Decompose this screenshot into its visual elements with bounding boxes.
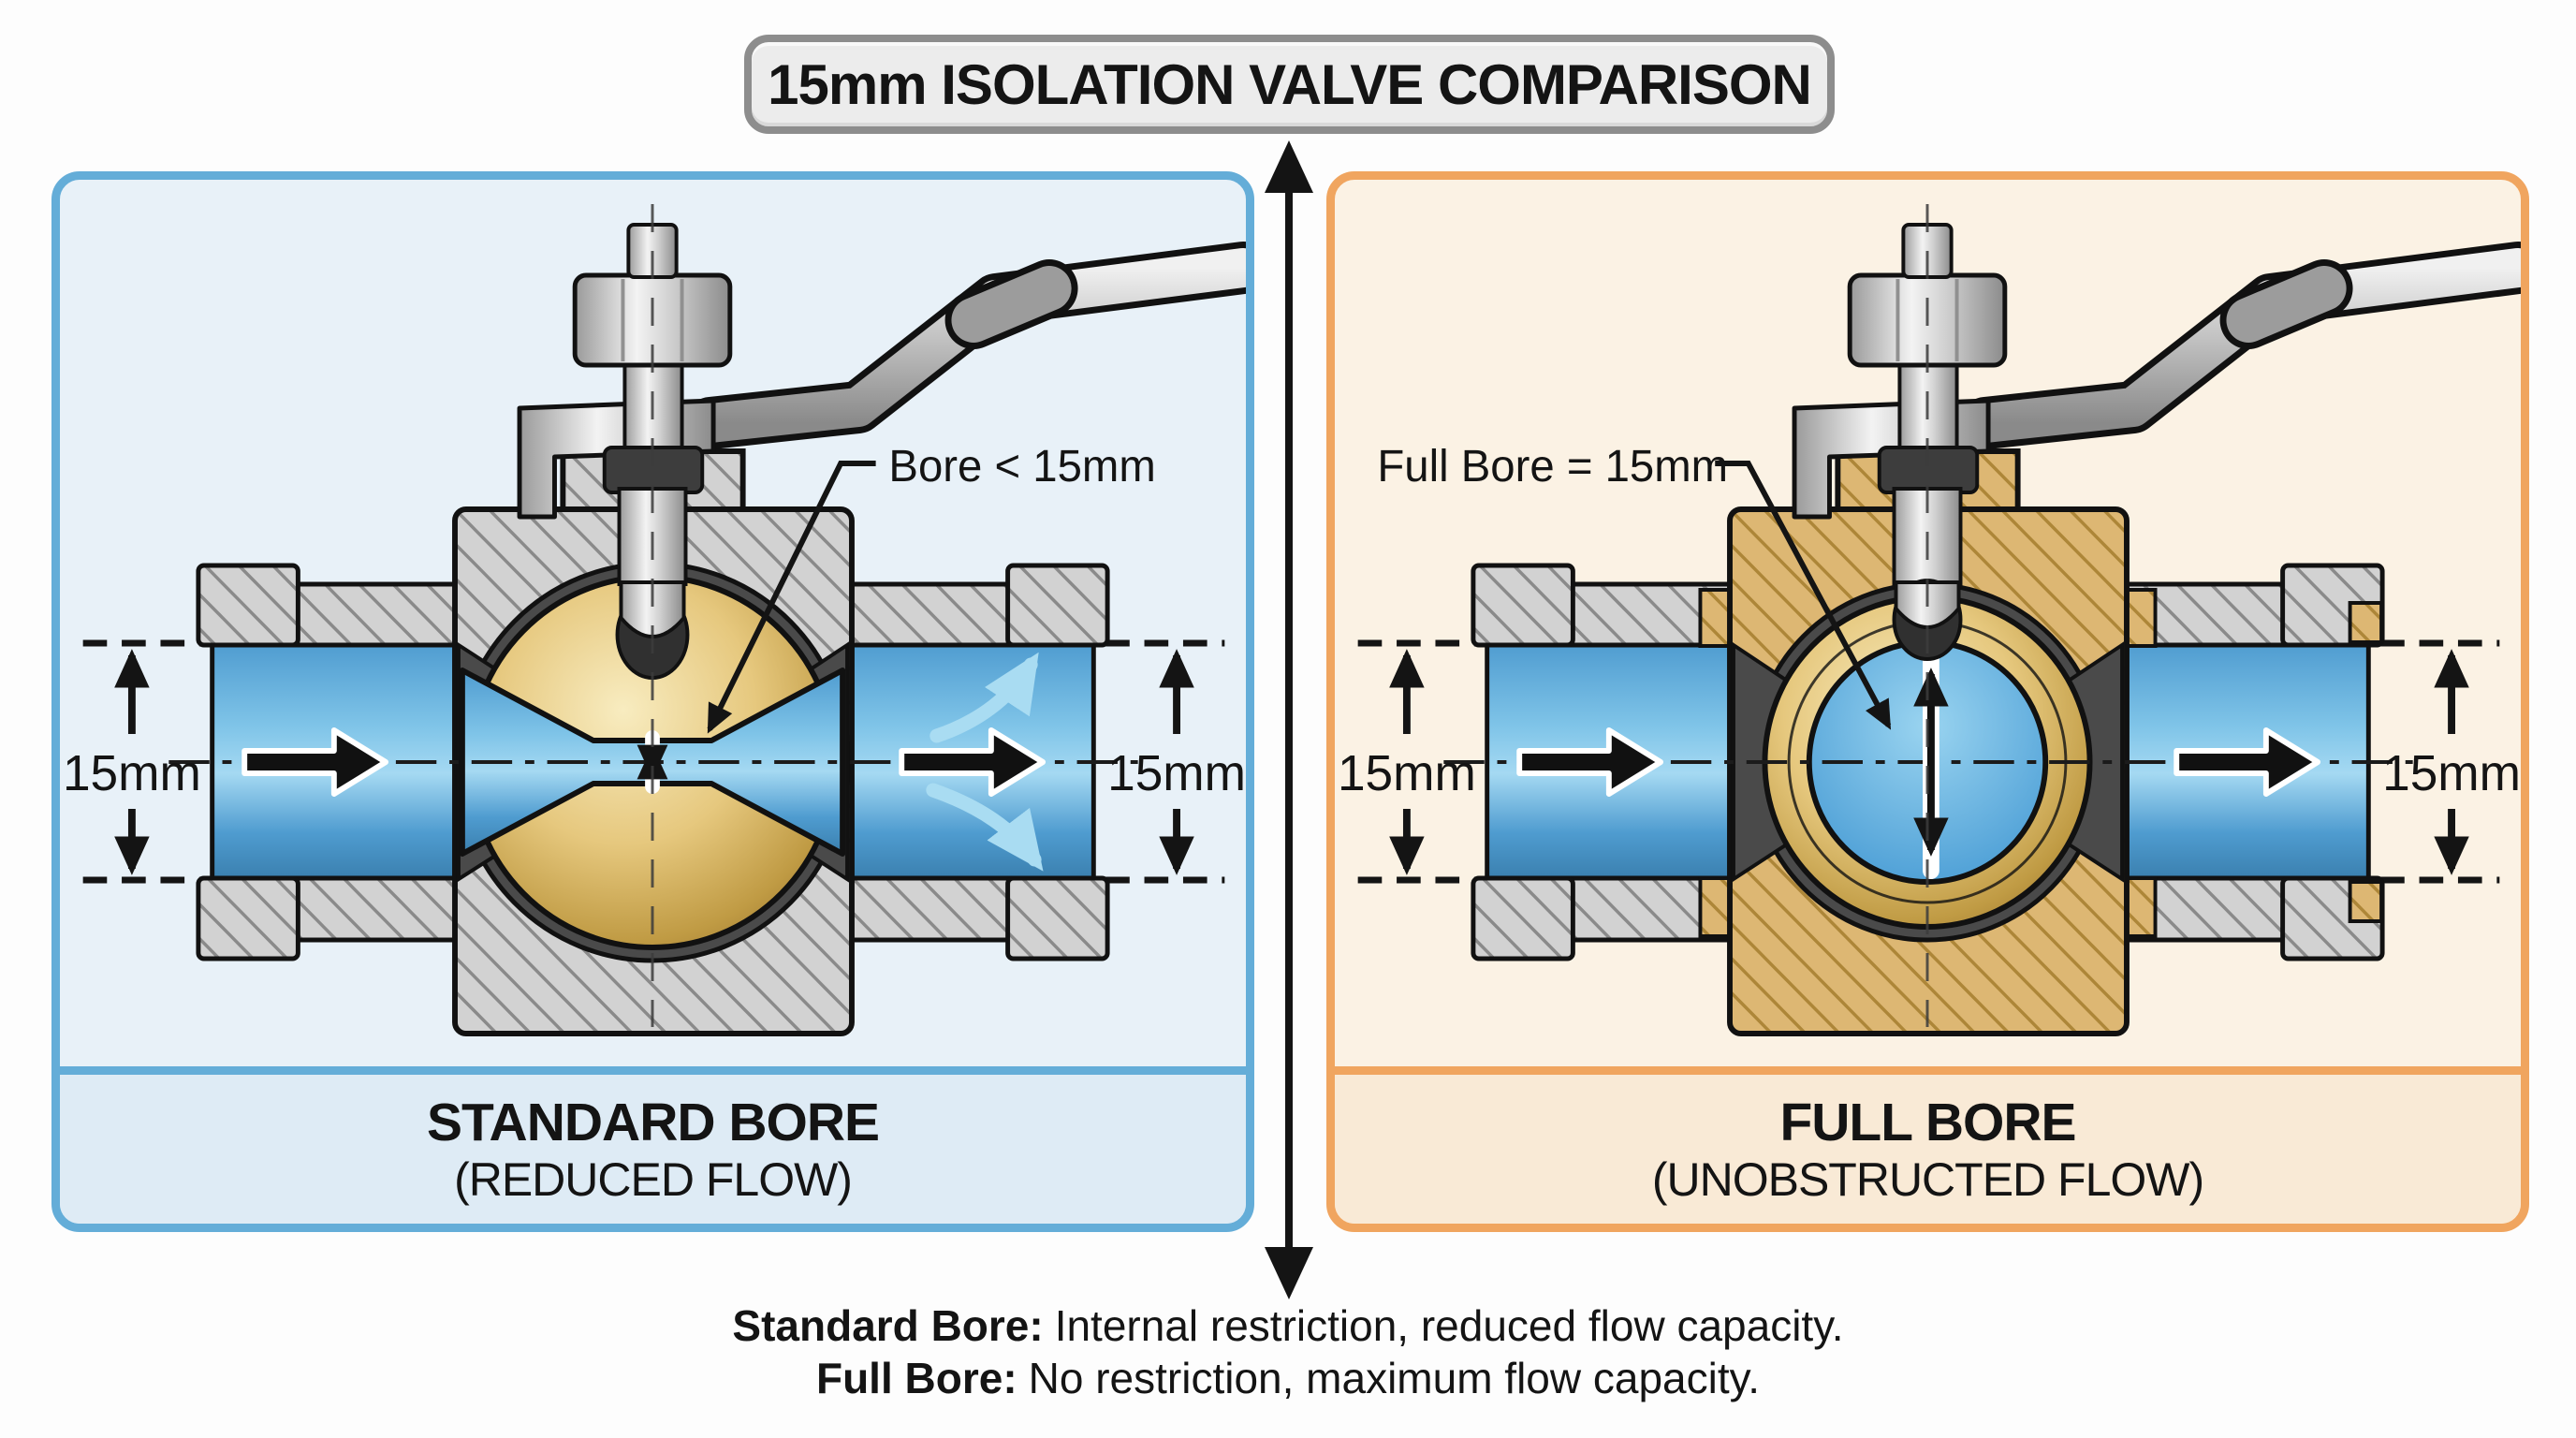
full-bore-diagram: 15mm 15mm Full Bore = 15mm [1335, 180, 2521, 1066]
summary-caption: Standard Bore:Internal restriction, redu… [0, 1299, 2576, 1404]
standard-bore-panel: 15mm 15mm Bore < 15mm STANDARD BORE (RED… [51, 171, 1254, 1232]
full-bore-valve-illustration: 15mm 15mm Full Bore = 15mm [1338, 204, 2521, 1036]
caption-line-full: Full Bore:No restriction, maximum flow c… [0, 1352, 2576, 1404]
caption-lead-full: Full Bore: [815, 1354, 1017, 1402]
dimension-left: 15mm [63, 649, 201, 875]
valve-handle [1792, 242, 2521, 520]
comparison-arrow-head-down [1265, 1247, 1313, 1299]
flow-arrow-in-icon [242, 727, 389, 797]
dimension-right: 15mm [2382, 649, 2521, 875]
full-bore-panel: 15mm 15mm Full Bore = 15mm FULL BORE (UN… [1326, 171, 2529, 1232]
dim-label-left: 15mm [1338, 745, 1476, 801]
panel-subheading: (UNOBSTRUCTED FLOW) [1651, 1152, 2204, 1206]
dimension-extension-lines [1357, 639, 2500, 884]
dim-label-right: 15mm [2382, 745, 2521, 801]
panel-subheading: (REDUCED FLOW) [454, 1152, 853, 1206]
comparison-arrow-head-up [1265, 140, 1313, 193]
flow-arrow-out-icon [2174, 727, 2321, 797]
standard-bore-footer: STANDARD BORE (REDUCED FLOW) [60, 1075, 1246, 1224]
dim-label-right: 15mm [1107, 745, 1246, 801]
panel-divider [1335, 1066, 2521, 1075]
dimension-extension-lines [82, 639, 1225, 884]
bore-callout-label: Full Bore = 15mm [1377, 442, 1728, 492]
flow-arrow-out-icon [899, 727, 1046, 797]
panel-divider [60, 1066, 1246, 1075]
flow-arrow-in-icon [1516, 727, 1664, 797]
bore-callout: Bore < 15mm [707, 442, 1156, 734]
caption-text-standard: Internal restriction, reduced flow capac… [1054, 1301, 1844, 1350]
pipe-walls [196, 563, 1110, 961]
panel-heading: FULL BORE [1779, 1092, 2076, 1152]
dim-label-left: 15mm [63, 745, 201, 801]
dimension-left: 15mm [1338, 649, 1476, 875]
caption-line-standard: Standard Bore:Internal restriction, redu… [0, 1299, 2576, 1352]
bore-callout-label: Bore < 15mm [888, 442, 1155, 492]
bore-callout: Full Bore = 15mm [1377, 442, 1892, 730]
caption-lead-standard: Standard Bore: [732, 1301, 1044, 1350]
valve-stem [1877, 346, 1980, 661]
standard-bore-diagram: 15mm 15mm Bore < 15mm [60, 180, 1246, 1066]
standard-bore-valve-illustration: 15mm 15mm Bore < 15mm [63, 204, 1246, 1036]
title-banner: 15mm ISOLATION VALVE COMPARISON [744, 35, 1835, 134]
turbulence-arrows-icon [926, 652, 1044, 872]
full-bore-footer: FULL BORE (UNOBSTRUCTED FLOW) [1335, 1075, 2521, 1224]
caption-text-full: No restriction, maximum flow capacity. [1028, 1354, 1761, 1402]
panel-heading: STANDARD BORE [426, 1092, 880, 1152]
brass-tailpieces [1698, 588, 2384, 938]
dimension-right: 15mm [1107, 649, 1246, 875]
page-title: 15mm ISOLATION VALVE COMPARISON [768, 52, 1812, 116]
